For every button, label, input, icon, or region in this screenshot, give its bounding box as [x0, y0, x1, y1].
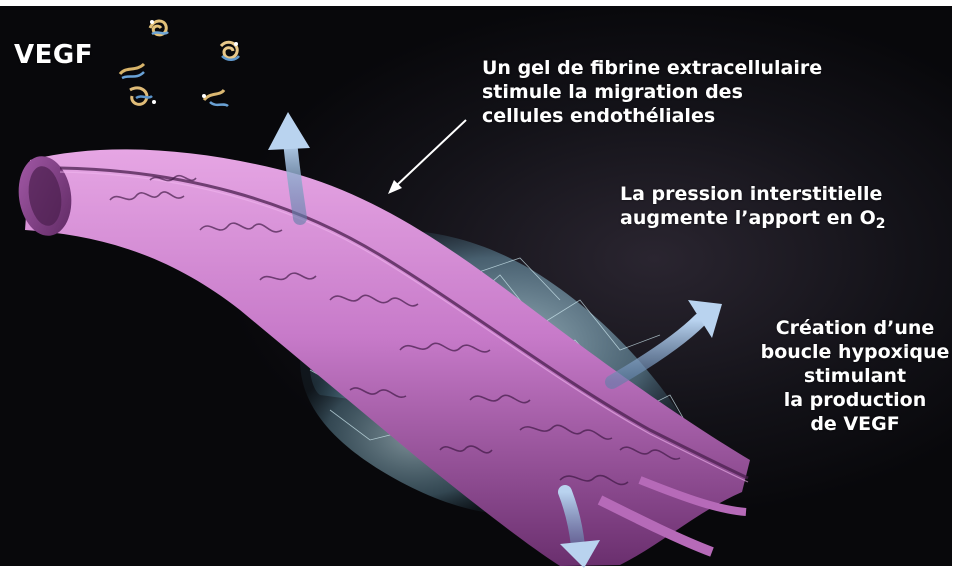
label-fibrin-gel: Un gel de fibrine extracellulaire stimul…: [482, 56, 822, 128]
vegf-text: VEGF: [14, 40, 93, 70]
hypoxic-line-4: la production: [752, 388, 958, 412]
fibrin-line-2: stimule la migration des: [482, 80, 822, 104]
fibrin-line-1: Un gel de fibrine extracellulaire: [482, 56, 822, 80]
hypoxic-line-2: boucle hypoxique: [752, 340, 958, 364]
pressure-line-2-text: augmente l’apport en O: [620, 207, 876, 229]
hypoxic-line-3: stimulant: [752, 364, 958, 388]
hypoxic-line-1: Création d’une: [752, 316, 958, 340]
label-interstitial-pressure: La pression interstitielle augmente l’ap…: [620, 182, 886, 232]
label-vegf: VEGF: [14, 40, 93, 70]
o2-subscript: 2: [876, 216, 886, 232]
pressure-line-2: augmente l’apport en O2: [620, 206, 886, 232]
hypoxic-line-5: de VEGF: [752, 412, 958, 436]
label-hypoxic-loop: Création d’une boucle hypoxique stimulan…: [752, 316, 958, 436]
pressure-line-1: La pression interstitielle: [620, 182, 886, 206]
fibrin-line-3: cellules endothéliales: [482, 104, 822, 128]
